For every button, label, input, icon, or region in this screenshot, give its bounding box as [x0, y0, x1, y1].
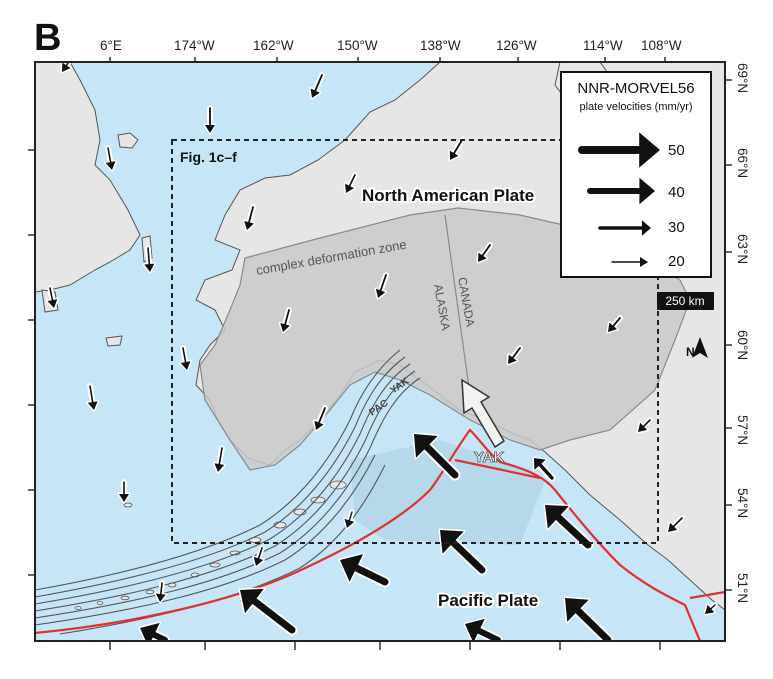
legend-value: 50 [668, 142, 685, 159]
velocity-arrow-small [476, 242, 493, 264]
velocity-arrow-small [46, 285, 59, 310]
velocity-arrow-pacific [438, 528, 488, 576]
velocity-arrow-small [242, 204, 256, 232]
velocity-arrow-small [343, 509, 356, 530]
scale-bar: 250 km [657, 292, 714, 310]
velocity-arrow-pacific [463, 617, 503, 641]
slab-contours [35, 349, 421, 635]
latitude-label: 57°N [735, 415, 750, 445]
legend-arrow-40 [585, 176, 657, 206]
yak-arrow: YAK [461, 378, 506, 466]
map-frame [34, 61, 726, 642]
north-american-plate-label: North American Plate [362, 186, 534, 205]
velocity-arrow-small [203, 105, 217, 135]
velocity-arrow-small [606, 315, 623, 334]
velocity-arrow-small [343, 172, 358, 195]
velocity-arrow-small [278, 307, 292, 334]
velocity-arrow-small [448, 137, 465, 162]
velocity-arrow-small [142, 245, 156, 274]
velocity-arrow-small [636, 417, 653, 434]
velocity-arrow-small [309, 72, 325, 100]
velocity-arrow-small [86, 383, 100, 412]
latitude-label: 69°N [735, 63, 750, 93]
velocity-arrow-small [60, 62, 73, 74]
land-island [105, 335, 123, 347]
velocity-arrow-small [179, 345, 192, 372]
legend-value: 20 [668, 253, 685, 270]
shelf-region [350, 440, 545, 545]
fig-box [171, 139, 659, 544]
longitude-label: 108°W [641, 38, 682, 53]
svg-text:N: N [686, 345, 695, 359]
velocity-arrow-small [703, 602, 718, 616]
velocity-arrow-pacific [412, 432, 461, 481]
latitude-label: 51°N [735, 573, 750, 603]
latitude-label: 66°N [735, 148, 750, 178]
velocity-arrow-small [104, 145, 117, 172]
legend-value: 40 [668, 184, 685, 201]
velocity-arrow-pacific [238, 587, 298, 636]
longitude-label: 150°W [337, 38, 378, 53]
alaska-canada-border [444, 214, 471, 396]
longitude-label: 162°W [253, 38, 294, 53]
legend-title: NNR-MORVEL56 [577, 80, 694, 97]
legend-arrow-20 [609, 255, 650, 269]
velocity-arrow-small [117, 479, 131, 504]
latitude-label: 63°N [735, 234, 750, 264]
land-island [117, 132, 139, 149]
velocity-arrow-small [506, 345, 523, 366]
velocity-arrow-pacific [138, 621, 170, 641]
latitude-label: 60°N [735, 330, 750, 360]
velocity-arrow-small [154, 580, 168, 604]
fig-box-label: Fig. 1c–f [180, 149, 237, 165]
velocity-arrow-pacific [532, 456, 556, 482]
velocity-arrow-pacific [338, 552, 391, 588]
legend-arrow-50 [576, 130, 662, 170]
svg-text:YAK: YAK [474, 449, 504, 466]
velocity-arrow-small [212, 445, 226, 474]
velocity-arrow-small [374, 272, 389, 300]
velocity-arrow-small [312, 405, 328, 432]
north-arrow: N [686, 337, 708, 359]
pacific-plate-label: Pacific Plate [438, 591, 538, 610]
longitude-label: 6°E [100, 38, 122, 53]
longitude-label: 126°W [496, 38, 537, 53]
longitude-label: 174°W [174, 38, 215, 53]
land-siberia [35, 62, 141, 293]
velocity-arrows [46, 62, 718, 641]
aleutian-islands [74, 480, 347, 610]
velocity-arrow-pacific [563, 596, 614, 641]
velocity-arrow-small [666, 515, 685, 534]
longitude-label: 114°W [583, 38, 623, 53]
svg-text:250 km: 250 km [665, 294, 704, 308]
velocity-arrow-small [252, 545, 265, 568]
legend-arrow-30 [596, 218, 653, 238]
longitude-label: 138°W [420, 38, 461, 53]
velocity-arrow-pacific [543, 503, 594, 551]
panel-label: B [34, 17, 61, 59]
latitude-label: 54°N [735, 488, 750, 518]
legend: NNR-MORVEL56 plate velocities (mm/yr) 50… [560, 71, 712, 278]
legend-subtitle: plate velocities (mm/yr) [579, 101, 692, 113]
legend-value: 30 [668, 219, 685, 236]
